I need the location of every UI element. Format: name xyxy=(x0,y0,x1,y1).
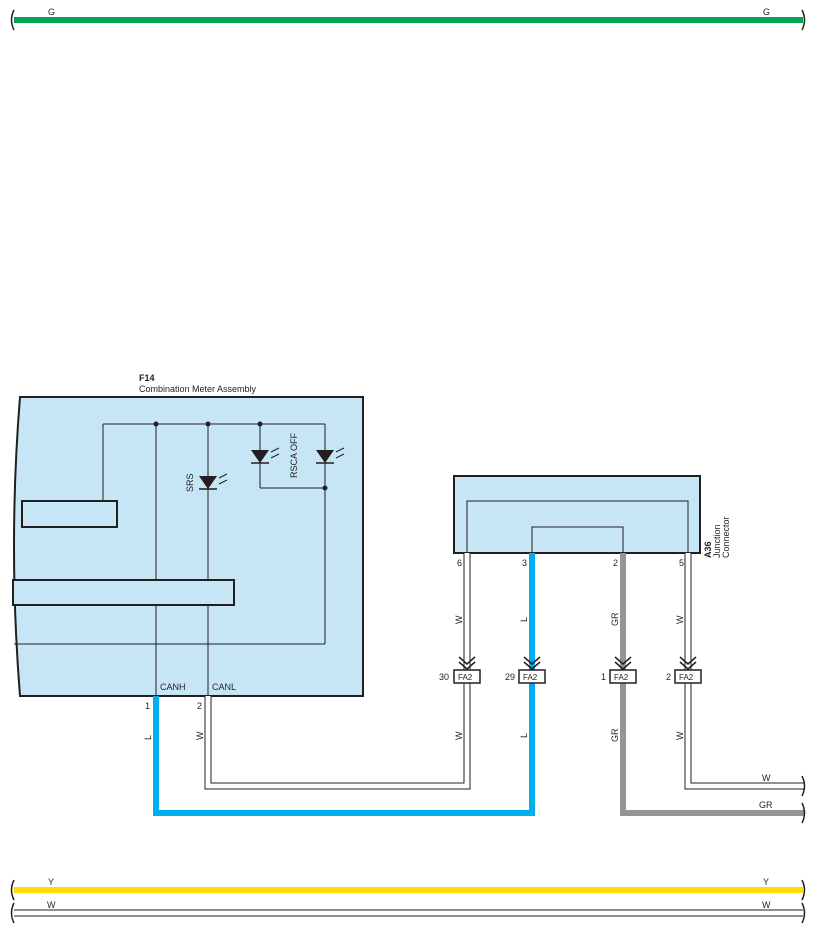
srs-led-icon xyxy=(199,473,228,490)
wire-label-upper-1: W xyxy=(454,615,464,624)
rsca-off-label: RSCA OFF xyxy=(289,432,299,478)
combination-meter-assembly: F14 Combination Meter Assembly xyxy=(12,373,364,711)
wire-label-lower-1: W xyxy=(454,731,464,740)
wire-label-upper-4: W xyxy=(675,615,685,624)
meter-wire-label-l: L xyxy=(143,735,153,740)
junction-pin-3: 3 xyxy=(522,558,527,568)
top-bus-left-label: G xyxy=(48,7,55,17)
bottom-bus-w-right-label: W xyxy=(762,900,771,910)
junction-connector: A36 Junction Connector 6 3 2 5 xyxy=(453,475,731,568)
meter-internal-block-2 xyxy=(12,579,235,606)
wire-label-upper-2: L xyxy=(519,617,529,622)
top-bus-right-label: G xyxy=(763,7,770,17)
fa2-label-3: FA2 xyxy=(614,673,629,682)
junction-name-line2: Connector xyxy=(721,516,731,558)
fa2-box-3 xyxy=(609,669,637,684)
fa2-pin-30: 30 xyxy=(439,672,449,682)
wire-label-lower-3: GR xyxy=(610,728,620,742)
fa2-label-1: FA2 xyxy=(458,673,473,682)
bottom-bus-y-left-label: Y xyxy=(48,877,54,887)
meter-body xyxy=(13,396,364,697)
exit-w-label: W xyxy=(762,773,771,783)
junction-inner-bridge xyxy=(531,526,624,554)
meter-internal-block-1 xyxy=(21,500,118,528)
meter-pin-2: 2 xyxy=(197,701,202,711)
fa2-connectors: FA2 FA2 FA2 FA2 30 29 1 2 xyxy=(439,656,702,684)
fa2-pin-2: 2 xyxy=(666,672,671,682)
wire-gr-gray xyxy=(620,553,805,816)
bottom-bus-y-right-label: Y xyxy=(763,877,769,887)
meter-pin-1: 1 xyxy=(145,701,150,711)
fa2-box-1 xyxy=(453,669,481,684)
wire-w-pin5 xyxy=(684,553,805,790)
fa2-box-2 xyxy=(518,669,546,684)
wire-label-upper-3: GR xyxy=(610,612,620,626)
bottom-bus-w-left-label: W xyxy=(47,900,56,910)
meter-wire-label-w: W xyxy=(195,731,205,740)
wire-label-lower-4: W xyxy=(675,731,685,740)
bottom-bus-y: Y Y xyxy=(10,877,806,901)
bottom-bus-w: W W xyxy=(10,900,806,924)
rsca-off-led-icon-2 xyxy=(316,447,345,464)
junction-code: A36 xyxy=(703,541,713,558)
meter-code: F14 xyxy=(139,373,155,383)
fa2-label-4: FA2 xyxy=(679,673,694,682)
junction-pin-6: 6 xyxy=(457,558,462,568)
meter-name: Combination Meter Assembly xyxy=(139,384,257,394)
fa2-pin-1: 1 xyxy=(601,672,606,682)
top-bus-g: G G xyxy=(10,7,806,31)
junction-pin-5: 5 xyxy=(679,558,684,568)
canh-label: CANH xyxy=(160,682,186,692)
srs-label: SRS xyxy=(185,473,195,492)
junction-pin-2: 2 xyxy=(613,558,618,568)
junction-body xyxy=(453,475,701,554)
fa2-pin-29: 29 xyxy=(505,672,515,682)
rsca-off-led-icon-1 xyxy=(251,447,280,464)
junction-name-line1: Junction xyxy=(712,524,722,558)
wire-label-lower-2: L xyxy=(519,733,529,738)
exit-gr-label: GR xyxy=(759,800,773,810)
fa2-label-2: FA2 xyxy=(523,673,538,682)
fa2-box-4 xyxy=(674,669,702,684)
canl-label: CANL xyxy=(212,682,236,692)
